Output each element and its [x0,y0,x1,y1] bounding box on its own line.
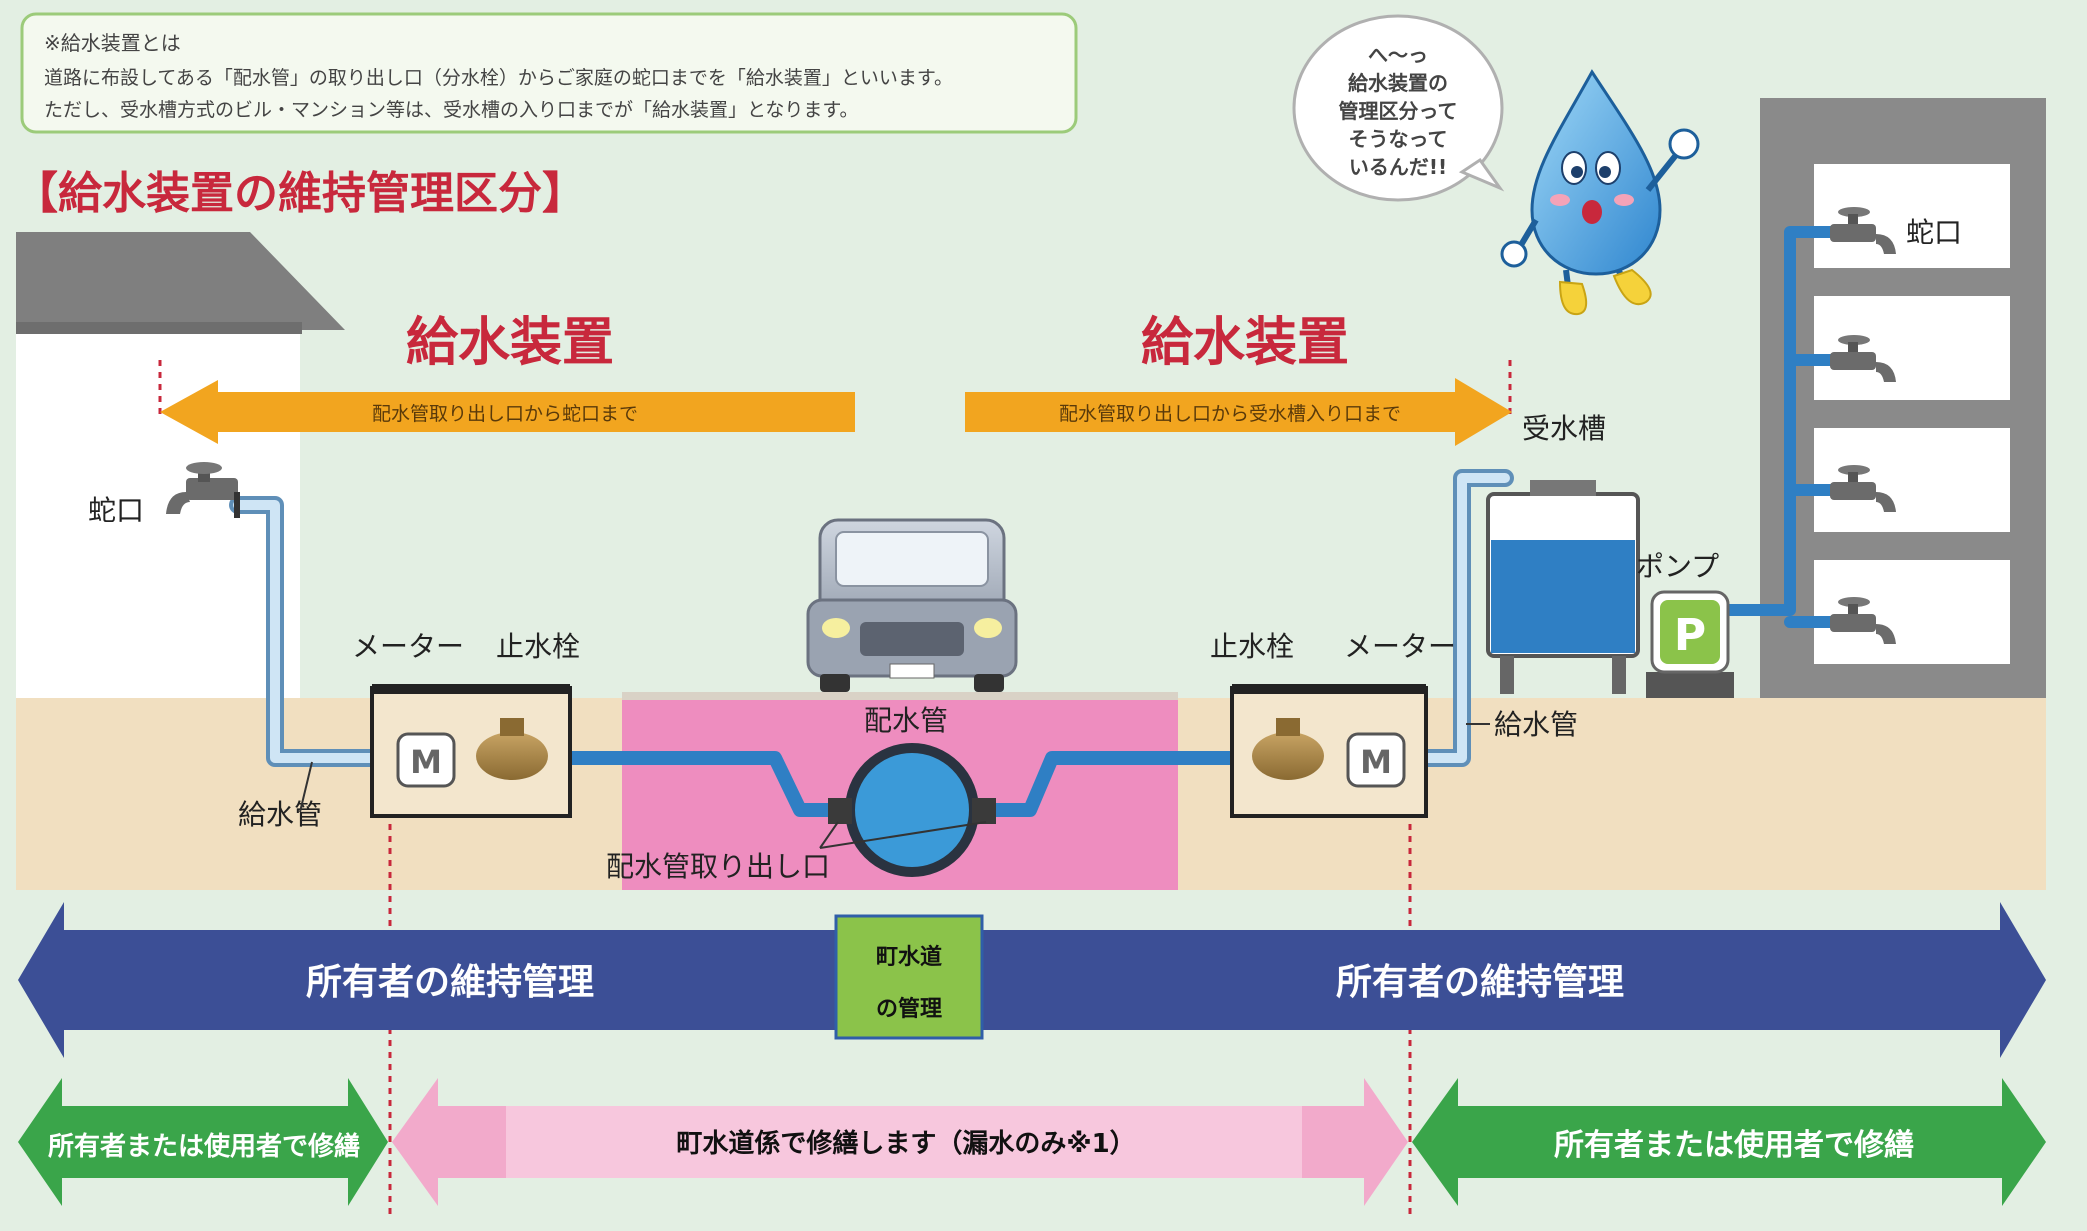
pump-letter: P [1674,610,1706,661]
right-repair-arrow [1412,1078,2046,1206]
building-faucet-icon [1830,597,1896,644]
right-meter-icon: M [1346,732,1406,788]
owner-management-bar [18,902,2046,1058]
window [1814,560,2010,664]
distribution-main-label: 配水管 [864,704,948,737]
supply-pipes [229,226,1836,817]
left-stopcock-icon [476,718,548,780]
left-supply-arrow-text: 配水管取り出し口から蛇口まで [372,403,638,425]
left-owner-management-label: 所有者の維持管理 [306,962,594,1003]
distribution-main-pipe [828,743,996,877]
water-tank [1486,480,1640,694]
note-box: ※給水装置とは 道路に布設してある「配水管」の取り出し口（分水栓）からご家庭の蛇… [20,12,1078,134]
right-stopcock-icon [1252,718,1324,780]
left-pipe-pointer [299,761,313,813]
speech-line: いるんだ!! [1349,155,1447,179]
right-owner-management-label: 所有者の維持管理 [1336,962,1624,1003]
left-pipe-label: 給水管 [238,798,322,831]
right-supply-heading: 給水装置 [1141,313,1349,373]
house [16,232,345,698]
right-supply-arrow-text: 配水管取り出し口から受水槽入り口まで [1059,403,1401,425]
building-faucet-icon [1830,335,1896,382]
speech-bubble: へ〜っ 給水装置の 管理区分って そうなって いるんだ!! [1292,14,1505,202]
building-faucet-icon [1830,465,1896,512]
left-meter-icon: M [396,732,456,788]
right-supply-arrow [965,378,1512,446]
town-management-line-2: の管理 [876,996,942,1022]
right-repair-label: 所有者または使用者で修繕 [1554,1128,1914,1163]
car [806,518,1018,692]
component-labels: 蛇口 メーター 止水栓 給水管 配水管 配水管取り出し口 止水栓 メーター 給水… [88,216,1962,883]
speech-line: 給水装置の [1348,71,1448,95]
left-faucet-icon [166,462,240,518]
pump: P [1646,590,1734,698]
left-supply-arrow [160,380,855,444]
speech-line: へ〜っ [1368,43,1428,67]
town-repair-label: 町水道係で修繕します（漏水のみ※1） [676,1128,1135,1159]
building [1760,98,2046,698]
town-management-line-1: 町水道 [876,944,942,970]
town-management-box: 町水道 の管理 [834,914,984,1040]
note-line-1: ※給水装置とは [44,31,181,55]
water-drop-mascot [1500,69,1700,316]
outlet-label: 配水管取り出し口 [606,850,830,883]
speech-line: 管理区分って [1339,99,1458,123]
window [1814,428,2010,532]
left-repair-arrow [18,1078,388,1206]
outlet-pointer-lines [819,821,987,849]
right-pipe-label: 給水管 [1494,708,1578,741]
building-faucet-icon [1830,207,1896,254]
left-supply-heading: 給水装置 [406,313,614,373]
window [1814,296,2010,400]
left-stopcock-label: 止水栓 [496,630,580,663]
pump-label: ポンプ [1636,550,1719,583]
boundary-lines [158,360,1512,1215]
right-meter-label: メーター [1344,630,1456,663]
left-meter-label: メーター [352,630,464,663]
page-title: 【給水装置の維持管理区分】 [14,168,586,219]
right-stopcock-label: 止水栓 [1210,630,1294,663]
building-faucet-label: 蛇口 [1906,216,1962,249]
note-line-3: ただし、受水槽方式のビル・マンション等は、受水槽の入り口までが「給水装置」となり… [44,99,859,121]
left-faucet-label: 蛇口 [88,494,144,527]
right-meter-letter: M [1360,743,1392,781]
town-repair-inner [506,1106,1302,1178]
speech-line: そうなって [1349,127,1448,151]
tank-label: 受水槽 [1522,412,1606,445]
left-repair-label: 所有者または使用者で修繕 [48,1131,360,1162]
left-meter-letter: M [410,743,442,781]
note-line-2: 道路に布設してある「配水管」の取り出し口（分水栓）からご家庭の蛇口までを「給水装… [44,67,953,89]
